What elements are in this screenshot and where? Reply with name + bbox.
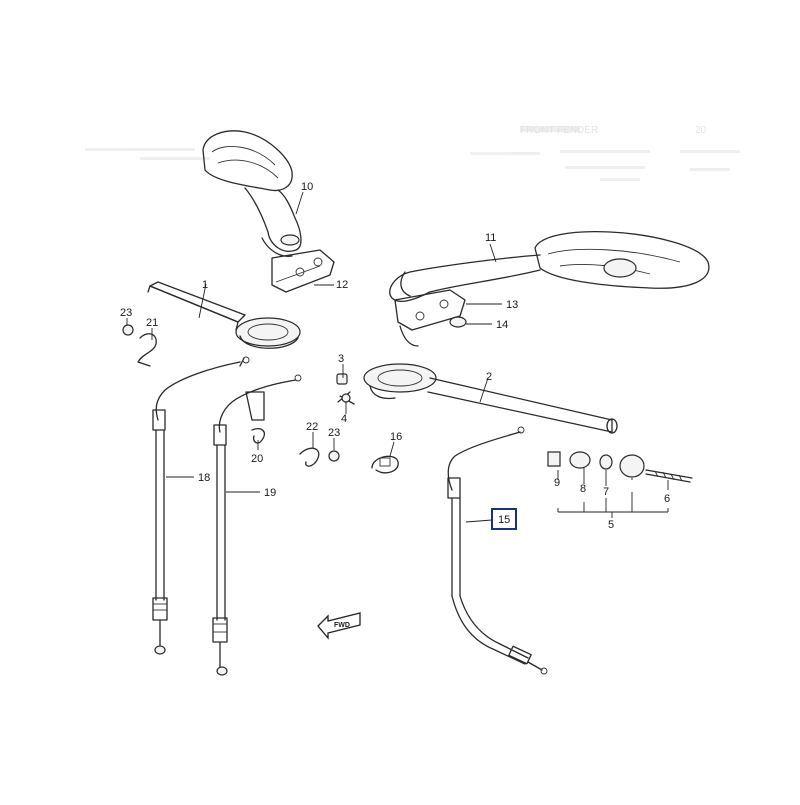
- left-mirror: [202, 130, 302, 257]
- cable-18: [152, 356, 250, 655]
- cable-19: [212, 374, 302, 676]
- callout-6: 6: [664, 493, 670, 505]
- callout-10: 10: [301, 181, 313, 193]
- bar-end-assembly: [547, 451, 693, 483]
- ghost-header: FRONT FENDER 20: [85, 125, 740, 181]
- callout-2: 2: [486, 371, 492, 383]
- callout-16: 16: [390, 431, 402, 443]
- ghost-header-title: FRONT FENDER: [520, 125, 598, 136]
- callout-23-center: 23: [328, 427, 340, 439]
- fwd-arrow-icon: [317, 612, 361, 640]
- right-mirror: [389, 230, 710, 302]
- washer-23-center: [328, 450, 340, 462]
- callout-22: 22: [306, 421, 318, 433]
- bolt-3: [336, 373, 348, 385]
- callout-3: 3: [338, 353, 344, 365]
- callout-7: 7: [603, 486, 609, 498]
- callout-9: 9: [554, 477, 560, 489]
- clip-22: [299, 447, 320, 467]
- clip-20: [251, 428, 266, 444]
- left-mirror-bracket: [271, 249, 335, 293]
- callout-5: 5: [608, 519, 614, 531]
- cable-15: [447, 426, 548, 675]
- right-handlebar: [363, 363, 618, 434]
- callout-15: 15: [498, 514, 510, 526]
- callout-4: 4: [341, 413, 347, 425]
- callout-1: 1: [202, 279, 208, 291]
- right-mirror-bracket: [394, 289, 467, 347]
- callout-8: 8: [580, 483, 586, 495]
- callout-12: 12: [336, 279, 348, 291]
- leader-lines: [126, 191, 669, 523]
- clip-21: [137, 333, 157, 367]
- fwd-arrow: FWD: [317, 612, 361, 640]
- ghost-header-number: 20: [695, 125, 707, 136]
- fwd-label: FWD: [334, 622, 350, 629]
- clip-16: [371, 455, 399, 474]
- callout-21: 21: [146, 317, 158, 329]
- callouts: 1 2 3 4 5 6 7 8 9 10 11 12 13 14 15 16 1…: [120, 181, 670, 531]
- left-handlebar: [147, 281, 301, 349]
- washer-23-left: [122, 324, 134, 336]
- callout-14: 14: [496, 319, 508, 331]
- callout-20: 20: [251, 453, 263, 465]
- callout-11: 11: [485, 232, 496, 244]
- callout-15-highlight-box: [491, 508, 517, 530]
- callout-23-left: 23: [120, 307, 132, 319]
- callout-18: 18: [198, 472, 210, 484]
- callout-19: 19: [264, 487, 276, 499]
- callout-13: 13: [506, 299, 518, 311]
